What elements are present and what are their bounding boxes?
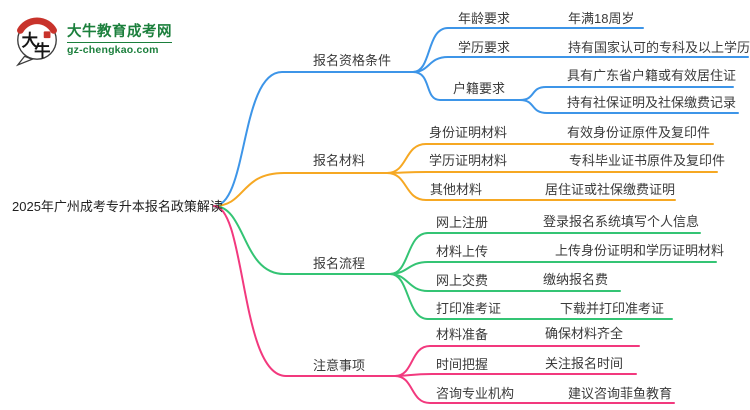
branch-4-child-1-leaf: 确保材料齐全 bbox=[545, 326, 624, 341]
branch-2-main-connector bbox=[213, 172, 388, 207]
logo-text: 大牛教育成考网 gz-chengkao.com bbox=[67, 24, 172, 56]
branch-2-child-1-label: 身份证明材料 bbox=[429, 125, 508, 140]
branch-4-child-2-leaf: 关注报名时间 bbox=[545, 356, 624, 371]
branch-3-child-1-label: 网上注册 bbox=[436, 215, 489, 230]
branch-2-child-3-label: 其他材料 bbox=[430, 182, 483, 197]
branch-1-child-2-connector bbox=[412, 56, 749, 73]
logo-domain: gz-chengkao.com bbox=[67, 42, 172, 56]
branch-3-connectors bbox=[213, 205, 717, 320]
branch-2-child-1-leaf: 有效身份证原件及复印件 bbox=[567, 125, 711, 140]
branch-3-child-4-label: 打印准考证 bbox=[436, 301, 502, 316]
branch-1-child-2-label: 学历要求 bbox=[458, 40, 511, 55]
branch-3-child-2-label: 材料上传 bbox=[436, 244, 489, 259]
branch-4-main-connector bbox=[213, 205, 396, 377]
branch-3-child-1-leaf: 登录报名系统填写个人信息 bbox=[543, 214, 700, 229]
branch-1-child-1-label: 年龄要求 bbox=[458, 11, 511, 26]
branch-1-child-3-leaf-2: 持有社保证明及社保缴费记录 bbox=[567, 95, 737, 110]
branch-1-child-3-leaf-2-connector bbox=[519, 99, 739, 114]
root-topic: 2025年广州成考专升本报名政策解读 bbox=[12, 199, 223, 214]
branch-1-label: 报名资格条件 bbox=[313, 53, 392, 68]
branch-1-child-3-connector bbox=[412, 71, 521, 101]
branch-2-child-2-connector bbox=[386, 171, 718, 174]
branch-1-child-2-leaf: 持有国家认可的专科及以上学历 bbox=[568, 40, 750, 55]
daniu-logo-icon: 大 牛 bbox=[15, 17, 57, 67]
branch-4-child-3-connector bbox=[394, 375, 675, 404]
branch-4-connectors bbox=[213, 205, 675, 404]
branch-1-child-3-leaf-1: 具有广东省户籍或有效居住证 bbox=[567, 68, 737, 83]
branch-2-label: 报名材料 bbox=[313, 153, 366, 168]
logo-brand-name: 大牛教育成考网 bbox=[67, 24, 172, 40]
branch-4-child-2-label: 时间把握 bbox=[436, 357, 489, 372]
logo-mark-char-top: 大 bbox=[22, 31, 39, 50]
branch-2-child-2-label: 学历证明材料 bbox=[429, 153, 508, 168]
branch-2-connectors bbox=[213, 143, 718, 207]
branch-3-child-4-leaf: 下载并打印准考证 bbox=[560, 301, 665, 316]
branch-3-child-3-label: 网上交费 bbox=[436, 273, 489, 288]
branch-3-child-2-leaf: 上传身份证明和学历证明材料 bbox=[555, 243, 725, 258]
branch-3-label: 报名流程 bbox=[313, 256, 366, 271]
branch-3-child-1-connector bbox=[389, 232, 701, 275]
branch-2-child-2-leaf: 专科毕业证书原件及复印件 bbox=[569, 153, 726, 168]
branch-4-label: 注意事项 bbox=[313, 358, 366, 373]
branch-2-child-3-leaf: 居住证或社保缴费证明 bbox=[545, 182, 676, 197]
branch-4-child-3-leaf: 建议咨询菲鱼教育 bbox=[568, 386, 673, 401]
branch-1-child-3-label: 户籍要求 bbox=[453, 81, 506, 96]
site-logo: 大 牛 大牛教育成考网 gz-chengkao.com bbox=[12, 13, 172, 67]
branch-1-main-connector bbox=[213, 71, 414, 207]
branch-1-child-1-leaf: 年满18周岁 bbox=[568, 11, 635, 26]
branch-1-connectors bbox=[213, 27, 749, 207]
branch-3-child-3-leaf: 缴纳报名费 bbox=[543, 272, 609, 287]
branch-4-child-1-label: 材料准备 bbox=[436, 327, 489, 342]
logo-mark-char-bottom: 牛 bbox=[34, 41, 50, 60]
branch-3-child-4-connector bbox=[389, 273, 673, 320]
branch-4-child-2-connector bbox=[394, 373, 637, 377]
branch-3-main-connector bbox=[213, 205, 391, 275]
branch-4-child-3-label: 咨询专业机构 bbox=[436, 386, 515, 401]
branch-2-child-3-connector bbox=[386, 172, 676, 201]
branch-1-child-1-connector bbox=[412, 27, 644, 73]
